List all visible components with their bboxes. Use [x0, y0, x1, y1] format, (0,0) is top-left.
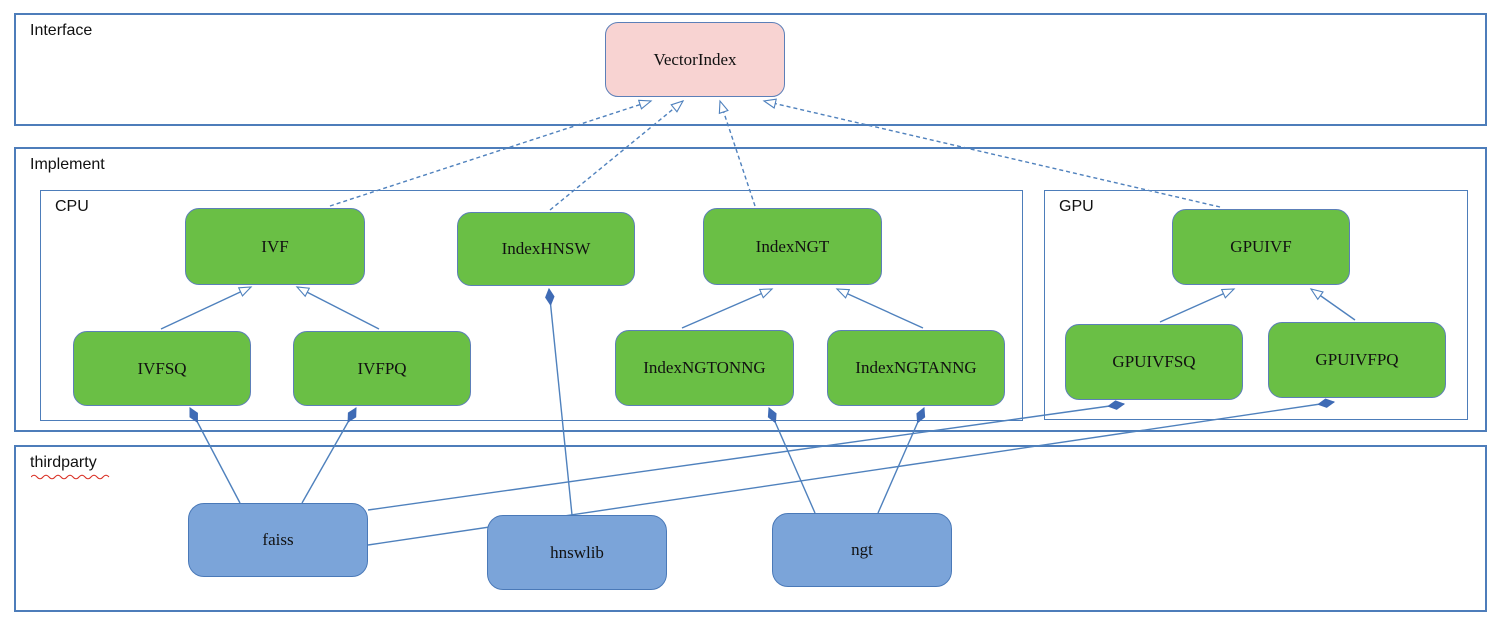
node-ivf: IVF [185, 208, 365, 285]
node-ngt: ngt [772, 513, 952, 587]
node-vectorindex-label: VectorIndex [653, 49, 737, 69]
node-indexngtanng-label: IndexNGTANNG [855, 358, 977, 377]
node-hnswlib-label: hnswlib [550, 542, 604, 562]
node-ivfpq: IVFPQ [293, 331, 471, 406]
container-gpu-label: GPU [1059, 198, 1094, 215]
container-interface-label: Interface [30, 22, 93, 39]
container-thirdparty-label: thirdparty [30, 454, 97, 471]
node-gpuivfsq-label: GPUIVFSQ [1112, 352, 1196, 371]
node-indexngtanng: IndexNGTANNG [827, 330, 1005, 406]
node-gpuivf: GPUIVF [1172, 209, 1350, 285]
node-gpuivfsq: GPUIVFSQ [1065, 324, 1243, 400]
node-gpuivfpq-label: GPUIVFPQ [1315, 350, 1399, 369]
node-ivfpq-label: IVFPQ [357, 358, 407, 378]
node-ivfsq-label: IVFSQ [137, 358, 187, 378]
node-indexhnsw: IndexHNSW [457, 212, 635, 286]
node-indexngt: IndexNGT [703, 208, 882, 285]
node-gpuivf-label: GPUIVF [1230, 237, 1292, 256]
node-hnswlib: hnswlib [487, 515, 667, 590]
container-implement-label: Implement [30, 156, 105, 173]
container-cpu-label: CPU [55, 198, 89, 215]
node-faiss: faiss [188, 503, 368, 577]
node-indexngt-label: IndexNGT [755, 236, 830, 256]
node-ivf-label: IVF [261, 236, 289, 256]
node-gpuivfpq: GPUIVFPQ [1268, 322, 1446, 398]
node-ngt-label: ngt [851, 540, 873, 559]
node-faiss-label: faiss [262, 530, 294, 549]
node-indexngtonng: IndexNGTONNG [615, 330, 794, 406]
node-vectorindex: VectorIndex [605, 22, 785, 97]
node-ivfsq: IVFSQ [73, 331, 251, 406]
node-indexhnsw-label: IndexHNSW [501, 239, 591, 258]
spellcheck-squiggle-icon [31, 474, 110, 480]
node-indexngtonng-label: IndexNGTONNG [643, 358, 766, 377]
